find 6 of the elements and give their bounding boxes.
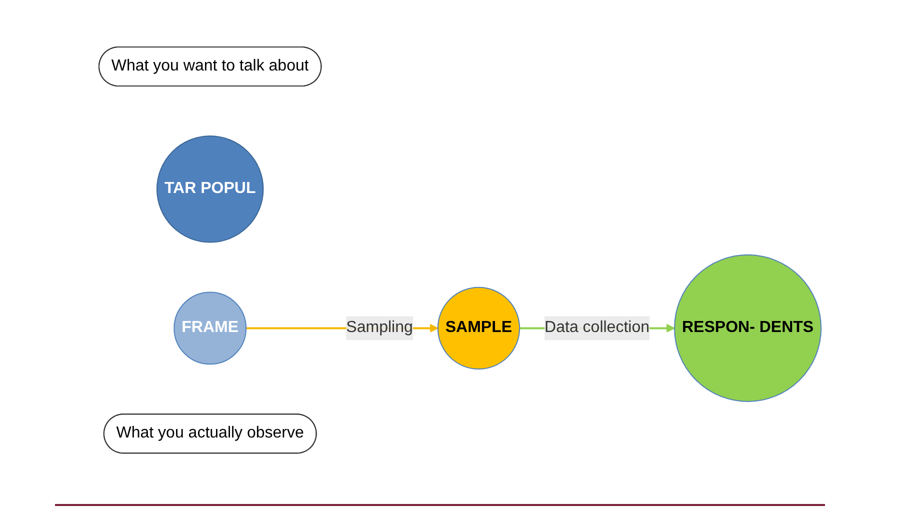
node-circle: FRAME bbox=[174, 292, 247, 365]
edge-label: Data collection bbox=[545, 319, 650, 336]
node-circle: RESPON- DENTS bbox=[674, 254, 822, 402]
edge-label: Sampling bbox=[346, 319, 414, 336]
node-circle: SAMPLE bbox=[438, 286, 520, 370]
node-circle: TAR POPUL bbox=[156, 135, 264, 243]
